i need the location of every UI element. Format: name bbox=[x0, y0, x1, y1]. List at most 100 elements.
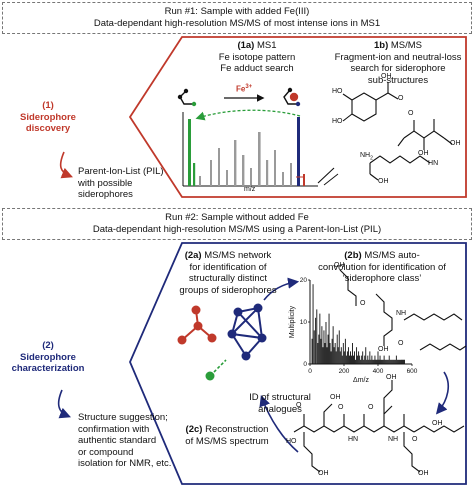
step2-out2: confirmation with bbox=[78, 423, 150, 435]
chem-oh-6: OH bbox=[378, 346, 389, 353]
run1-header: Run #1: Sample with added Fe(III) Data-d… bbox=[2, 2, 472, 34]
chem-oh-10: OH bbox=[418, 470, 429, 477]
panel-2c-line1: of MS/MS spectrum bbox=[185, 435, 269, 447]
chem-oh-9: OH bbox=[318, 470, 329, 477]
chem-oh-7: OH bbox=[330, 394, 341, 401]
step2-name: Siderophore bbox=[20, 351, 76, 363]
pil-line3: siderophores bbox=[78, 189, 133, 200]
chart-x-label: Δm/z bbox=[353, 377, 369, 384]
chem-oh-2: OH bbox=[418, 150, 429, 157]
chem-o-5: O bbox=[296, 402, 302, 409]
fe-label: Fe bbox=[300, 92, 310, 101]
panel-2a-line2: structurally distinct bbox=[188, 273, 268, 284]
panel-1a-name: MS1 bbox=[257, 40, 277, 51]
chem-o-1: O bbox=[398, 95, 404, 102]
panel-2c-name: Reconstruction bbox=[205, 424, 269, 435]
step2-name2: characterization bbox=[11, 363, 85, 374]
chem-nh-1: NH bbox=[396, 310, 407, 317]
pil-line1: Parent-Ion-List (PIL) bbox=[78, 166, 164, 177]
run1-subtitle: Data-dependant high-resolution MS/MS of … bbox=[93, 18, 381, 29]
run2-frame bbox=[129, 242, 467, 485]
panel-2b-line1: convolution for identification of bbox=[318, 261, 446, 273]
id-analogues-line1: ID of structural bbox=[249, 392, 311, 403]
panel-2a-id: (2a) bbox=[184, 250, 202, 261]
run2-subtitle: Data-dependant high-resolution MS/MS usi… bbox=[92, 224, 382, 235]
ornithine-structure bbox=[369, 155, 431, 181]
panel-2b-id: (2b) bbox=[344, 250, 362, 261]
step2-out3: authentic standard bbox=[78, 435, 157, 446]
step1-label: (1) Siderophore discovery bbox=[0, 100, 96, 135]
chem-o-3: O bbox=[360, 300, 366, 307]
run1-frame bbox=[128, 36, 467, 198]
panel-1a-id: (1a) bbox=[237, 40, 255, 51]
network-to-chart-arrow bbox=[263, 277, 300, 301]
panel-2a-line1: for identification of bbox=[189, 261, 267, 273]
panel-1a-line1: Fe isotope pattern bbox=[218, 51, 296, 63]
panel-2b-line2: ‘siderophore class’ bbox=[342, 273, 422, 284]
panel-1b-line3: sub-structures bbox=[367, 74, 429, 86]
chem-oh-11: OH bbox=[432, 420, 443, 427]
chem-o-8: O bbox=[412, 436, 418, 443]
chem-o-6: O bbox=[338, 404, 344, 411]
run2-title: Run #2: Sample without added Fe bbox=[165, 212, 309, 223]
chem-nh-2: NH bbox=[388, 436, 399, 443]
run2-header: Run #2: Sample without added Fe Data-dep… bbox=[2, 208, 472, 240]
panel-2b-name: MS/MS auto- bbox=[364, 250, 420, 261]
chem-o-2: O bbox=[408, 110, 414, 117]
chem-nh2: NH2 bbox=[360, 152, 373, 162]
panel-1b-id: 1b) bbox=[373, 40, 389, 51]
pil-line2: with possible bbox=[78, 177, 133, 189]
chart-x-tick-label: 600 bbox=[407, 368, 418, 375]
chart-x-tick-label: 200 bbox=[339, 368, 350, 375]
panel-1a-line2: Fe adduct search bbox=[220, 63, 294, 74]
panel-2b-text: (2b) MS/MS auto- convolution for identif… bbox=[296, 250, 468, 285]
panel-1b-line1: Fragment-ion and neutral-loss bbox=[334, 51, 462, 63]
chem-ho-2: HO bbox=[332, 118, 343, 125]
step2-label: (2) Siderophore characterization bbox=[0, 340, 96, 375]
run1-title: Run #1: Sample with added Fe(III) bbox=[164, 6, 310, 17]
ms1-spectrum bbox=[182, 109, 339, 187]
class-to-structure-arrow bbox=[435, 371, 450, 415]
chem-h-n: HN bbox=[428, 160, 439, 167]
chart-y-tick-label: 10 bbox=[300, 319, 308, 326]
panel-2a-name: MS/MS network bbox=[204, 250, 272, 261]
chem-oh-4: OH bbox=[378, 178, 389, 185]
step2-output: Structure suggestion; confirmation with … bbox=[78, 412, 188, 470]
ms1-xaxis-label: m/z bbox=[244, 186, 256, 193]
step1-num: (1) bbox=[42, 100, 54, 111]
chart-y-label: Multiplicity bbox=[289, 305, 296, 338]
step2-out4: or compound bbox=[78, 446, 134, 458]
id-analogues: ID of structural analogues bbox=[240, 392, 320, 415]
pil-output: Parent-Ion-List (PIL) with possible side… bbox=[78, 166, 188, 201]
fe3-sup: 3+ bbox=[245, 84, 253, 90]
catechol-structure bbox=[342, 82, 399, 122]
panel-2c-id: (2c) bbox=[185, 424, 203, 435]
chem-hn-1: HN bbox=[348, 436, 359, 443]
panel-1b-line2: search for siderophore bbox=[350, 63, 446, 74]
panel-2c-text: (2c) Reconstruction of MS/MS spectrum bbox=[168, 424, 286, 447]
chem-o-4: O bbox=[398, 340, 404, 347]
siderophore-class-structure bbox=[339, 269, 467, 351]
chem-oh-3: OH bbox=[450, 140, 461, 147]
chem-oh-1: OH bbox=[381, 73, 392, 80]
chem-ho-3: HO bbox=[286, 438, 297, 445]
chart-y-tick-label: 20 bbox=[300, 277, 308, 284]
step1-name2: discovery bbox=[25, 123, 71, 134]
step1-arrow bbox=[59, 151, 73, 179]
fe3-text: Fe bbox=[236, 84, 246, 94]
panel-1b-text: 1b) MS/MS Fragment-ion and neutral-loss … bbox=[330, 40, 466, 86]
panel-2a-line3: groups of siderophores bbox=[179, 284, 277, 296]
step2-num: (2) bbox=[42, 340, 54, 351]
panel-1a-text: (1a) MS1 Fe isotope pattern Fe adduct se… bbox=[182, 40, 332, 75]
fe3-label: Fe3+ bbox=[236, 84, 252, 94]
ligand-cartoon bbox=[177, 88, 197, 107]
chem-o-7: O bbox=[368, 404, 374, 411]
citrate-structure bbox=[397, 119, 453, 150]
step1-name: Siderophore bbox=[20, 111, 76, 123]
chem-ho-1: HO bbox=[332, 88, 343, 95]
step2-arrow bbox=[57, 389, 71, 419]
chart-x-tick-label: 400 bbox=[373, 368, 384, 375]
panel-2a-text: (2a) MS/MS network for identification of… bbox=[170, 250, 286, 296]
